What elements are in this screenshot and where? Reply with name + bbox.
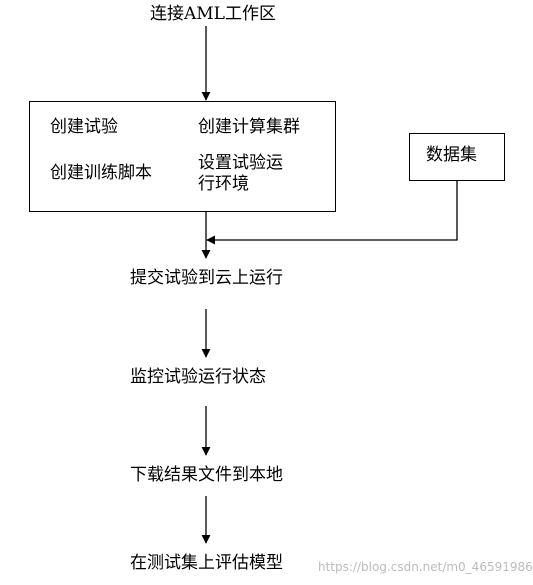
flowchart: 连接AML工作区 创建试验 创建计算集群 创建训练脚本 设置试验运 行环境 数据… [29, 4, 533, 574]
step-evaluate-model: 在测试集上评估模型 [130, 553, 283, 573]
dataset-box [409, 133, 505, 181]
connector-layer [201, 26, 458, 544]
step-submit-to-cloud: 提交试验到云上运行 [130, 268, 283, 288]
step-monitor-status: 监控试验运行状态 [130, 367, 266, 387]
box-item-create-script: 创建训练脚本 [50, 163, 152, 183]
step-connect-workspace: 连接AML工作区 [150, 4, 276, 24]
dataset-label: 数据集 [426, 145, 477, 165]
step-download-results: 下载结果文件到本地 [130, 465, 283, 485]
arrow-dataset-to-flow [206, 180, 458, 245]
setup-box [29, 101, 336, 212]
watermark: https://blog.csdn.net/m0_46591986 [318, 560, 533, 574]
box-item-create-experiment: 创建试验 [50, 117, 118, 137]
box-item-set-env-line2: 行环境 [198, 174, 249, 194]
box-item-set-env-line1: 设置试验运 [198, 153, 283, 173]
box-item-create-cluster: 创建计算集群 [198, 117, 300, 137]
